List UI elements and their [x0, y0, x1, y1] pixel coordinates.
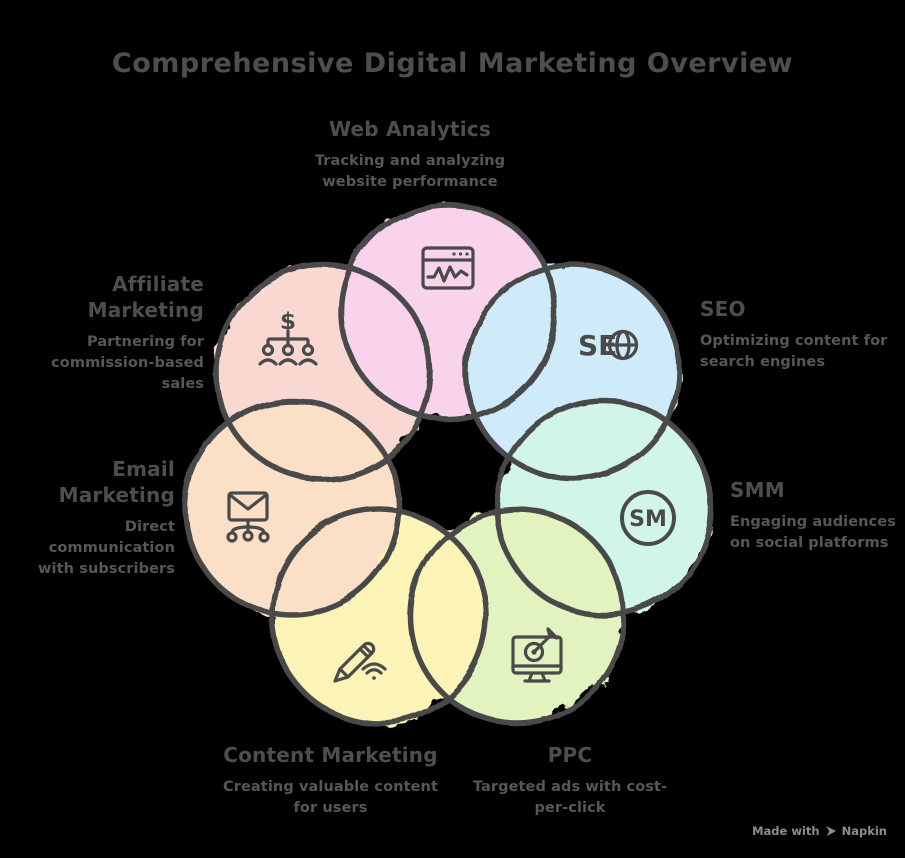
- seo-title: SEO: [700, 297, 746, 321]
- content-marketing-outline: [269, 506, 489, 726]
- web-analytics-description: Tracking and analyzing website performan…: [314, 153, 506, 191]
- web-analytics-title: Web Analytics: [328, 117, 492, 141]
- segment-icons: SE SM: [226, 246, 676, 683]
- affiliate-marketing-title: Affiliate Marketing: [87, 272, 204, 322]
- segment-outlines: [182, 202, 714, 726]
- content-marketing-title: Content Marketing: [223, 743, 438, 767]
- watermark-text: Made with: [752, 824, 820, 838]
- web-analytics-outline: [338, 202, 558, 422]
- ppc-outline: [407, 506, 627, 726]
- seo-outline: [463, 262, 683, 482]
- seo-globe-icon: SE: [578, 329, 639, 362]
- envelope-broadcast-icon: [226, 491, 270, 543]
- smm-description: Engaging audiences on social platforms: [730, 514, 896, 552]
- affiliate-marketing-description: Partnering for commission-based sales: [51, 334, 204, 393]
- smm-outline: [494, 398, 714, 618]
- seo-description: Optimizing content for search engines: [700, 333, 888, 371]
- smm-icon-text: SM: [629, 507, 667, 532]
- content-marketing-label: Content Marketing Creating valuable cont…: [218, 742, 443, 819]
- seo-label: SEO Optimizing content for search engine…: [700, 296, 900, 373]
- ppc-title: PPC: [547, 743, 593, 767]
- email-marketing-circle: [185, 401, 399, 615]
- napkin-logo-icon: [825, 826, 836, 836]
- segment-fills: [185, 205, 711, 723]
- affiliate-marketing-outline: [213, 262, 433, 482]
- dollar-team-icon: $: [258, 309, 318, 366]
- affiliate-marketing-label: Affiliate Marketing Partnering for commi…: [4, 271, 204, 395]
- ppc-description: Targeted ads with cost-per-click: [472, 779, 668, 817]
- smm-label: SMM Engaging audiences on social platfor…: [730, 477, 900, 554]
- watermark-brand: Napkin: [841, 824, 887, 838]
- napkin-watermark: Made with Napkin: [752, 824, 887, 838]
- affiliate-dollar-text: $: [280, 309, 296, 335]
- ppc-label: PPC Targeted ads with cost-per-click: [465, 742, 675, 819]
- smm-title: SMM: [730, 478, 785, 502]
- diagram-title: Comprehensive Digital Marketing Overview: [111, 48, 794, 79]
- email-marketing-outline: [182, 398, 402, 618]
- pencil-signal-icon: [333, 641, 387, 683]
- email-marketing-label: Email Marketing Direct communication wit…: [10, 456, 175, 580]
- email-marketing-title: Email Marketing: [58, 457, 175, 507]
- content-marketing-description: Creating valuable content for users: [222, 779, 438, 817]
- browser-analytics-icon: [421, 246, 475, 290]
- sm-badge-icon: SM: [620, 490, 676, 546]
- email-marketing-description: Direct communication with subscribers: [38, 519, 175, 578]
- web-analytics-label: Web Analytics Tracking and analyzing web…: [310, 116, 510, 193]
- monitor-target-icon: [511, 627, 563, 683]
